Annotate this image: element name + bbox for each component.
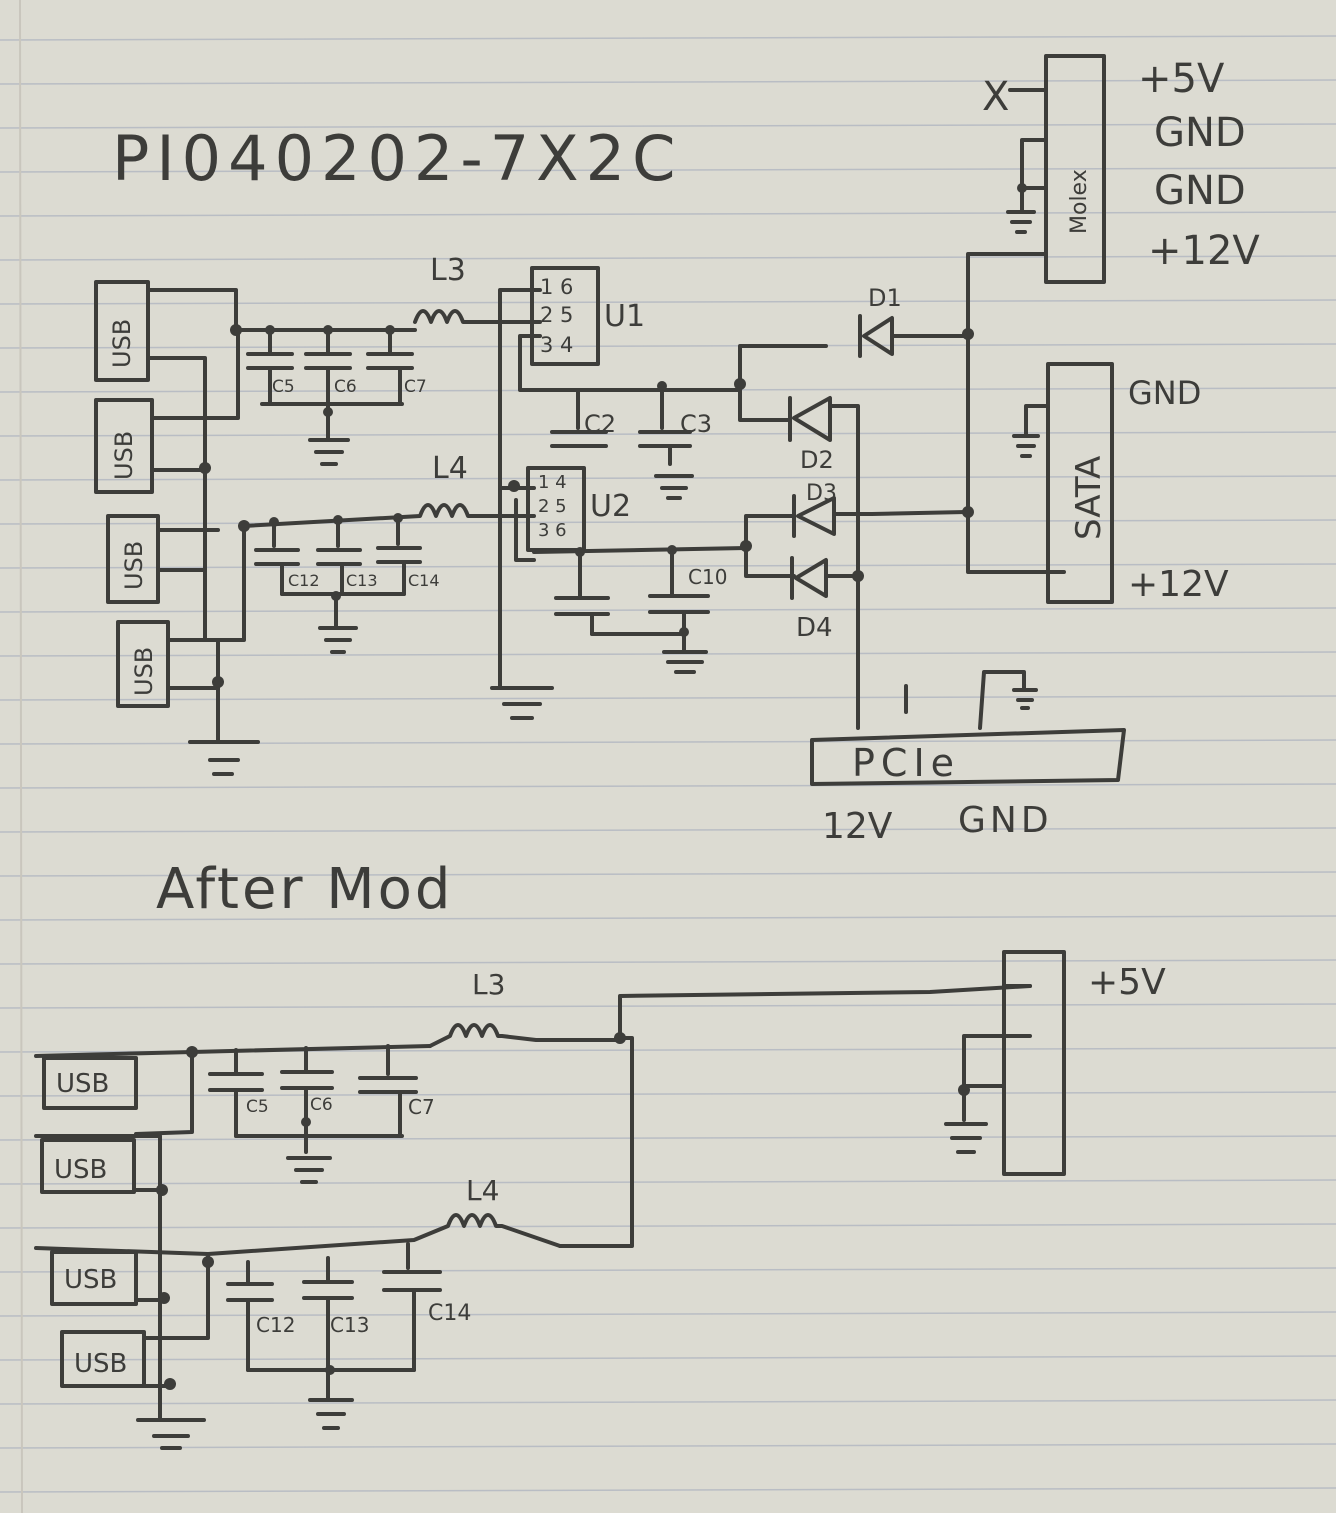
l4-after-label: L4 <box>466 1174 499 1207</box>
l3-label: L3 <box>430 253 466 288</box>
svg-text:2 5: 2 5 <box>540 303 573 327</box>
usb-connector: USB <box>50 1250 138 1306</box>
svg-text:USB: USB <box>130 647 158 696</box>
svg-text:USB: USB <box>56 1069 109 1099</box>
capacitor-bank-c5-c7 <box>234 325 417 466</box>
capacitor-bank-c12-c14-after <box>226 1242 442 1430</box>
molex-pin-5v: +5V <box>1138 56 1225 102</box>
capacitor-c10 <box>554 545 710 674</box>
schematic-title: PI040202-7X2C <box>112 122 682 195</box>
usb-connector: USB <box>94 280 150 382</box>
pcie-connector: PCIe <box>810 670 1126 786</box>
pcie-12v-label: 12V <box>822 806 893 847</box>
usb-connector: USB <box>116 620 170 708</box>
sata-12v-label: +12V <box>1128 564 1229 605</box>
diode-d4 <box>790 556 860 600</box>
u2-label: U2 <box>590 489 631 524</box>
regulator-u2: 1 4 2 5 3 6 <box>526 466 586 552</box>
c5-label: C5 <box>272 377 295 397</box>
after-5v-label: +5V <box>1088 962 1166 1003</box>
svg-text:PCIe: PCIe <box>852 741 960 785</box>
usb-wiring <box>146 288 260 776</box>
svg-text:USB: USB <box>54 1155 107 1185</box>
capacitor-bank-c12-c14 <box>254 513 422 654</box>
c10-label: C10 <box>688 565 727 589</box>
d3-label: D3 <box>806 481 837 506</box>
l4-label: L4 <box>432 451 468 486</box>
c12-after-label: C12 <box>256 1313 295 1337</box>
molex-connector-after <box>944 950 1066 1176</box>
sata-gnd-label: GND <box>1128 374 1201 412</box>
inductor-l4-after <box>206 1213 562 1256</box>
svg-text:USB: USB <box>64 1265 117 1295</box>
diode-d2 <box>788 396 860 730</box>
capacitor-c2-c3 <box>550 381 694 500</box>
usb-connector: USB <box>60 1330 146 1388</box>
c7-after-label: C7 <box>408 1095 435 1119</box>
molex-nc-mark: X <box>982 74 1009 120</box>
after-mod-heading: After Mod <box>156 857 453 922</box>
svg-text:SATA: SATA <box>1069 456 1109 540</box>
c6-after-label: C6 <box>310 1095 333 1115</box>
molex-connector: Molex X <box>966 54 1106 574</box>
c3-label: C3 <box>680 410 712 438</box>
d2-label: D2 <box>800 446 834 474</box>
pcie-gnd-label: GND <box>958 800 1053 841</box>
svg-text:Molex: Molex <box>1067 169 1092 234</box>
inductor-l3 <box>413 309 532 324</box>
svg-text:USB: USB <box>120 541 148 590</box>
capacitor-bank-c5-c7-after <box>190 1044 432 1184</box>
u1-label: U1 <box>604 299 645 334</box>
margin-line <box>19 0 23 1513</box>
l3-after-label: L3 <box>472 968 505 1001</box>
d1-label: D1 <box>868 284 902 312</box>
usb-connector: USB <box>40 1138 136 1194</box>
regulator-u1: 1 6 2 5 3 4 <box>530 266 600 366</box>
sata-connector: SATA <box>1012 362 1114 604</box>
c13-after-label: C13 <box>330 1313 369 1337</box>
molex-pin-gnd-2: GND <box>1154 168 1246 214</box>
d4-label: D4 <box>796 613 833 643</box>
svg-text:2 5: 2 5 <box>538 496 567 517</box>
svg-text:1 6: 1 6 <box>540 275 573 299</box>
c14-after-label: C14 <box>428 1301 471 1326</box>
molex-pin-gnd-1: GND <box>1154 110 1246 156</box>
ruled-lines <box>0 35 1336 1493</box>
c7-label: C7 <box>404 377 427 397</box>
diode-d3 <box>792 494 968 538</box>
molex-pin-12v: +12V <box>1148 228 1260 274</box>
inductor-l3-after <box>428 1023 622 1048</box>
inductor-l4 <box>242 503 536 528</box>
svg-text:USB: USB <box>108 319 136 368</box>
usb-connector: USB <box>94 398 154 494</box>
usb-connector: USB <box>42 1056 138 1110</box>
svg-text:USB: USB <box>74 1349 127 1379</box>
c13-label: C13 <box>346 571 378 590</box>
usb-wiring-after <box>34 1050 210 1450</box>
c2-label: C2 <box>584 410 616 438</box>
svg-text:1 4: 1 4 <box>538 472 567 493</box>
diode-d1 <box>858 314 970 358</box>
c5-after-label: C5 <box>246 1097 269 1117</box>
usb-connector: USB <box>106 514 160 604</box>
svg-text:USB: USB <box>110 431 138 480</box>
svg-text:3 6: 3 6 <box>538 520 567 541</box>
svg-text:3 4: 3 4 <box>540 333 573 357</box>
c6-label: C6 <box>334 377 357 397</box>
c12-label: C12 <box>288 571 320 590</box>
c14-label: C14 <box>408 571 440 590</box>
